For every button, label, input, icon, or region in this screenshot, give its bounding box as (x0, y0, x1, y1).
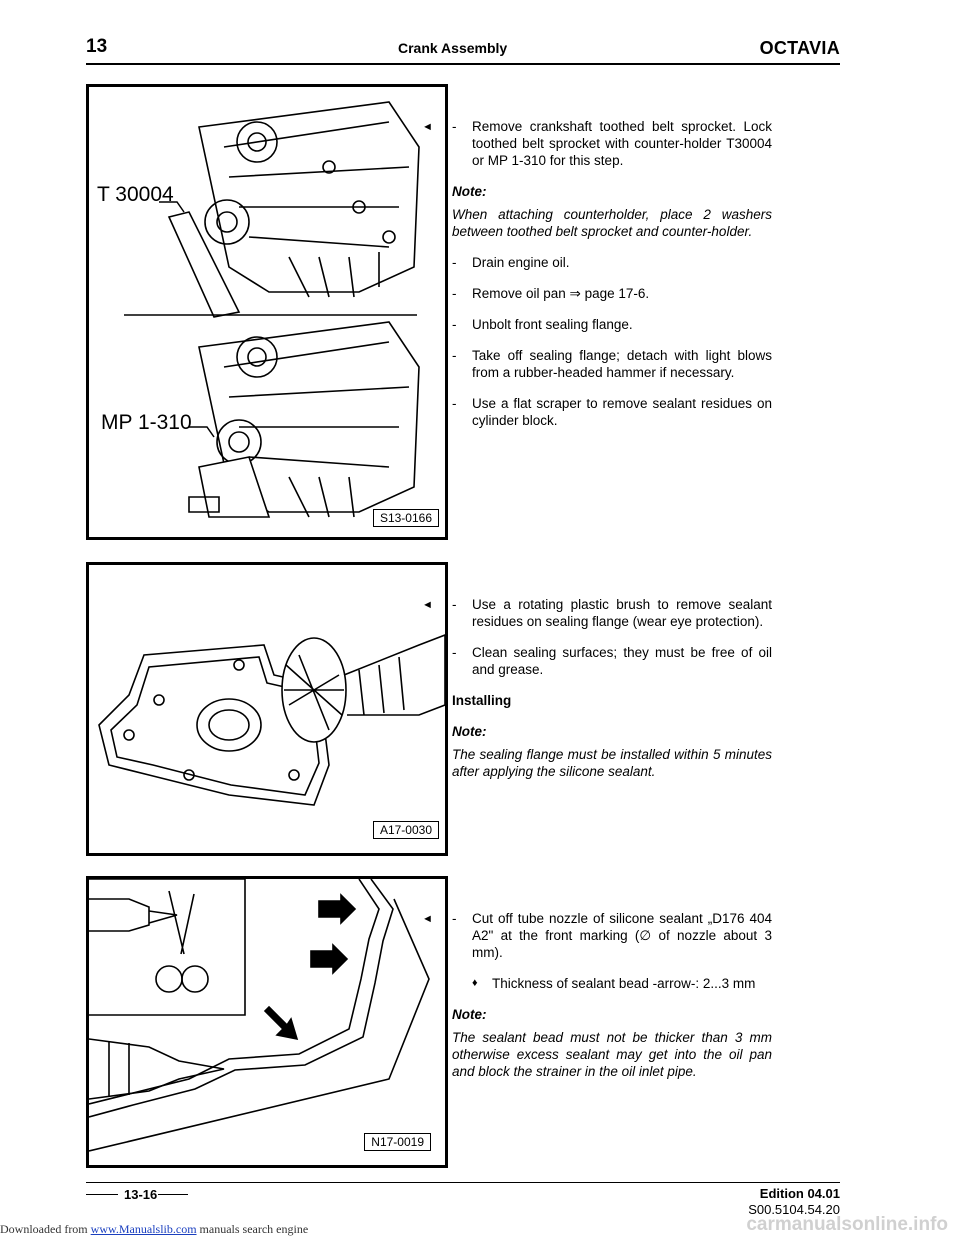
watermark-suffix: manuals search engine (196, 1222, 309, 1236)
step-drain-oil: - Drain engine oil. (452, 254, 772, 271)
tool-label-t30004: T 30004 (97, 183, 174, 206)
dash-marker: - (452, 348, 457, 363)
step-text: Drain engine oil. (472, 255, 570, 270)
step-text: Remove crankshaft toothed belt sprocket.… (472, 119, 772, 168)
step-scrape-sealant: - Use a flat scraper to remove sealant r… (452, 395, 772, 429)
note-text: The sealant bead must not be thicker tha… (452, 1030, 772, 1079)
figure-brush: A17-0030 (86, 562, 448, 856)
page-number-rule-right (158, 1194, 188, 1195)
section-heading-installing: Installing (452, 693, 512, 708)
dash-marker: - (452, 396, 457, 411)
footer-rule (86, 1182, 840, 1183)
edition-label: Edition 04.01 (759, 1186, 840, 1201)
step-brush-flange: ◄ - Use a rotating plastic brush to remo… (422, 596, 772, 630)
dash-marker: - (452, 286, 457, 301)
step-take-off-flange: - Take off sealing flange; detach with l… (452, 347, 772, 381)
step-cut-nozzle: ◄ - Cut off tube nozzle of silicone seal… (422, 910, 772, 961)
figure-counterholder: T 30004 MP 1-310 S13-0166 (86, 84, 448, 540)
figure-label: N17-0019 (364, 1133, 431, 1151)
instruction-block-2: ◄ - Use a rotating plastic brush to remo… (422, 596, 772, 794)
dash-marker: - (452, 255, 457, 270)
pointer-arrow-icon: ◄ (422, 121, 433, 133)
bullet-text: Thickness of sealant bead -arrow-: 2...3… (492, 976, 756, 991)
instruction-block-1: ◄ - Remove crankshaft toothed belt sproc… (422, 118, 772, 443)
document-number: S00.5104.54.20 (748, 1202, 840, 1217)
step-text: Unbolt front sealing flange. (472, 317, 633, 332)
dash-marker: - (452, 645, 457, 660)
dash-marker: - (452, 317, 457, 332)
page-number-rule-left (86, 1194, 118, 1195)
note-heading: Note: (452, 724, 487, 739)
page-title: Crank Assembly (398, 40, 508, 56)
step-remove-sprocket: ◄ - Remove crankshaft toothed belt sproc… (422, 118, 772, 169)
instruction-block-3: ◄ - Cut off tube nozzle of silicone seal… (422, 910, 772, 1094)
step-text: Cut off tube nozzle of silicone sealant … (472, 911, 772, 960)
engine-illustration (124, 101, 420, 518)
brand-name: OCTAVIA (759, 38, 840, 58)
note-text: The sealing flange must be installed wit… (452, 747, 772, 779)
step-text: Use a flat scraper to remove sealant res… (472, 396, 772, 428)
site-watermark: carmanualsonline.info (746, 1214, 948, 1235)
dash-marker: - (452, 597, 457, 612)
note-heading: Note: (452, 1007, 487, 1022)
pointer-arrow-icon: ◄ (422, 599, 433, 611)
header-rule (86, 63, 840, 65)
dash-marker: - (452, 119, 457, 134)
download-watermark: Downloaded from www.Manualslib.com manua… (0, 1222, 308, 1237)
step-remove-oil-pan: - Remove oil pan ⇒ page 17-6. (452, 285, 772, 302)
figure-sealant: N17-0019 (86, 876, 448, 1168)
diamond-bullet-icon: ♦ (472, 977, 478, 989)
pointer-arrow-icon: ◄ (422, 913, 433, 925)
note-text: When attaching counterholder, place 2 wa… (452, 207, 772, 239)
page-number: 13-16 (124, 1187, 158, 1202)
flange-illustration (98, 634, 445, 806)
sealant-illustration (89, 879, 430, 1152)
step-clean-surfaces: - Clean sealing surfaces; they must be f… (452, 644, 772, 678)
step-text[interactable]: Remove oil pan ⇒ page 17-6. (472, 286, 650, 301)
step-text: Take off sealing flange; detach with lig… (472, 348, 772, 380)
bullet-bead-thickness: ♦ Thickness of sealant bead -arrow-: 2..… (452, 975, 772, 992)
step-text: Clean sealing surfaces; they must be fre… (472, 645, 772, 677)
tool-label-mp1310: MP 1-310 (101, 411, 192, 434)
note-heading: Note: (452, 184, 487, 199)
watermark-prefix: Downloaded from (0, 1222, 91, 1236)
section-number: 13 (86, 36, 108, 57)
figure-label: S13-0166 (372, 509, 439, 527)
figure-label: A17-0030 (372, 821, 439, 839)
manualslib-link[interactable]: www.Manualslib.com (90, 1222, 197, 1236)
dash-marker: - (452, 911, 457, 926)
step-text: Use a rotating plastic brush to remove s… (472, 597, 772, 629)
step-unbolt-flange: - Unbolt front sealing flange. (452, 316, 772, 333)
